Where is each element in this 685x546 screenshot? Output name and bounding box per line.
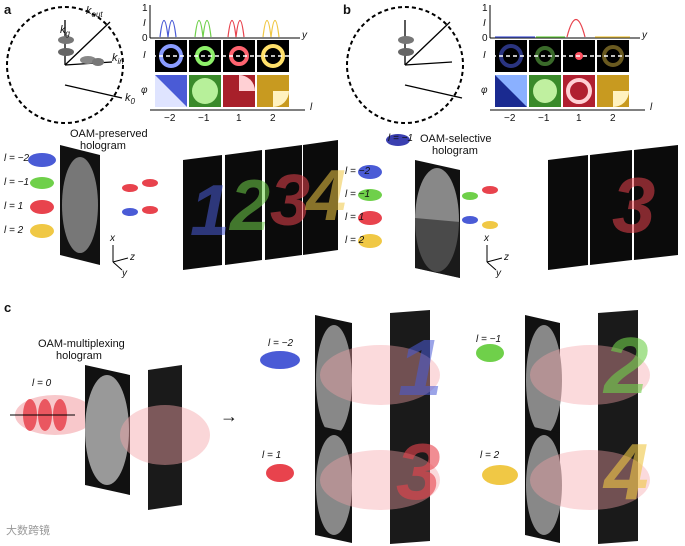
a-l-tick: −1 — [198, 113, 209, 124]
b-beam-label: l = 2 — [345, 235, 364, 246]
a-axis-l: l — [310, 102, 312, 113]
a-hologram-title-1: OAM-preserved — [70, 128, 148, 140]
c-output-label: l = −2 — [268, 338, 293, 349]
c-output-digit: 2 — [604, 320, 649, 412]
b-axis-I2: I — [483, 50, 486, 61]
b-digit: 3 — [612, 160, 655, 251]
k0-vector — [65, 85, 122, 98]
a-axis-y-label: y — [122, 268, 127, 279]
a-beam-label: l = −1 — [4, 177, 29, 188]
kg-label: kg — [60, 24, 70, 38]
a-beam-label: l = 2 — [4, 225, 23, 236]
b-l-tick: 2 — [610, 113, 616, 124]
a-axis-phi: φ — [141, 85, 148, 96]
b-beam-label: l = −2 — [345, 166, 370, 177]
b-tick-0: 0 — [482, 33, 488, 44]
a-tick-1: 1 — [142, 3, 148, 14]
a-axis-I2: I — [143, 50, 146, 61]
b-axis-y: y — [642, 30, 647, 41]
c-output-digit: 3 — [396, 426, 441, 518]
b-axis-phi: φ — [481, 85, 488, 96]
a-hologram-title-2: hologram — [80, 140, 126, 152]
panel-c-graphics — [0, 295, 685, 546]
b-beam-label: l = 1 — [345, 212, 364, 223]
c-input-label: l = 0 — [32, 378, 51, 389]
intensity-curve-red — [228, 21, 244, 38]
b-hologram-title-1: OAM-selective — [420, 133, 492, 145]
b-hologram-title-2: hologram — [432, 145, 478, 157]
beam-blue — [28, 153, 56, 167]
a-l-tick: 1 — [236, 113, 242, 124]
b-axis-l: l — [650, 102, 652, 113]
a-axis-y: y — [302, 30, 307, 41]
a-tick-0: 0 — [142, 33, 148, 44]
b-intensity-peak — [567, 20, 585, 38]
beam-green — [30, 177, 54, 189]
c-hologram-title-2: hologram — [56, 350, 102, 362]
panel-a-graphics — [0, 0, 340, 290]
beam-red — [30, 200, 54, 214]
a-axis-I: I — [143, 18, 146, 29]
b-l-tick: 1 — [576, 113, 582, 124]
c-arrow: → — [220, 406, 238, 427]
a-beam-label: l = 1 — [4, 201, 23, 212]
watermark-logo: 大数跨镜 — [6, 522, 50, 538]
a-l-tick: 2 — [270, 113, 276, 124]
a-axis-z-label: z — [130, 252, 135, 263]
c-output-digit: 4 — [604, 426, 649, 518]
b-beam-label: l = −1 — [388, 133, 413, 144]
b-axis-y-label: y — [496, 268, 501, 279]
beam-yellow — [30, 224, 54, 238]
b-l-tick: −2 — [504, 113, 515, 124]
a-axis-x-label: x — [110, 233, 115, 244]
kin-label: kin — [112, 52, 124, 66]
c-output-digit: 1 — [398, 322, 443, 414]
a-beam-label: l = −2 — [4, 153, 29, 164]
c-output-label: l = 1 — [262, 450, 281, 461]
c-output-label: l = −1 — [476, 334, 501, 345]
b-axis-x-label: x — [484, 233, 489, 244]
intensity-curve-yellow — [263, 21, 279, 38]
b-l-tick: −1 — [538, 113, 549, 124]
b-beam-label: l = −1 — [345, 189, 370, 200]
b-tick-1: 1 — [482, 3, 488, 14]
b-axis-z-label: z — [504, 252, 509, 263]
intensity-curve-blue — [160, 21, 176, 38]
k0-label: k0 — [125, 92, 135, 106]
c-hologram-title-1: OAM-multiplexing — [38, 338, 125, 350]
kout-label: kout — [86, 5, 103, 19]
a-digit: 3 — [270, 160, 310, 242]
a-l-tick: −2 — [164, 113, 175, 124]
a-digit: 2 — [230, 165, 270, 247]
c-output-label: l = 2 — [480, 450, 499, 461]
a-digit: 1 — [190, 170, 230, 252]
intensity-curve-green — [195, 21, 211, 38]
b-axis-I: I — [483, 18, 486, 29]
